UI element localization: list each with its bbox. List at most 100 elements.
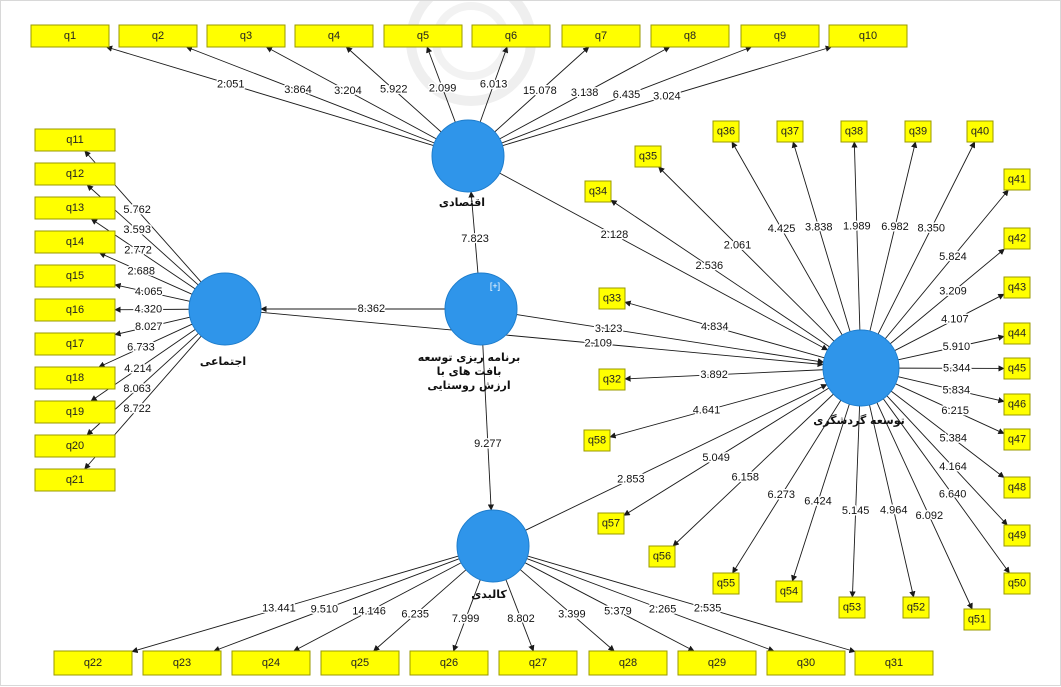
indicator-q25[interactable]: q25 bbox=[321, 651, 399, 675]
coefficient-tour-q45: 5.344 bbox=[943, 362, 971, 374]
indicator-q41[interactable]: q41 bbox=[1004, 169, 1030, 190]
indicator-q49[interactable]: q49 bbox=[1004, 525, 1030, 546]
indicator-q20[interactable]: q20 bbox=[35, 435, 115, 457]
indicator-q17[interactable]: q17 bbox=[35, 333, 115, 355]
indicator-q1[interactable]: q1 bbox=[31, 25, 109, 47]
coefficient-tour-q51: 6.092 bbox=[916, 510, 944, 522]
construct-expand-badge[interactable]: [+] bbox=[490, 281, 500, 291]
indicator-q44[interactable]: q44 bbox=[1004, 323, 1030, 344]
coefficient-tour-q54: 6.424 bbox=[804, 495, 832, 507]
indicator-label-q22: q22 bbox=[84, 657, 102, 669]
indicator-q12[interactable]: q12 bbox=[35, 163, 115, 185]
construct-circle-prog[interactable] bbox=[445, 273, 517, 345]
indicator-q57[interactable]: q57 bbox=[598, 513, 624, 534]
indicator-q33[interactable]: q33 bbox=[599, 288, 625, 309]
coefficient-prog-social: 8.362 bbox=[358, 303, 386, 315]
indicator-q45[interactable]: q45 bbox=[1004, 358, 1030, 379]
indicator-q23[interactable]: q23 bbox=[143, 651, 221, 675]
indicator-q18[interactable]: q18 bbox=[35, 367, 115, 389]
coefficient-prog-tour: 3.123 bbox=[595, 323, 623, 335]
indicator-q19[interactable]: q19 bbox=[35, 401, 115, 423]
indicator-q27[interactable]: q27 bbox=[499, 651, 577, 675]
indicator-label-q27: q27 bbox=[529, 657, 547, 669]
indicator-q9[interactable]: q9 bbox=[741, 25, 819, 47]
indicator-label-q40: q40 bbox=[971, 126, 989, 138]
indicator-q37[interactable]: q37 bbox=[777, 121, 803, 142]
indicator-label-q4: q4 bbox=[328, 30, 340, 42]
coefficient-tour-q48: 5.384 bbox=[939, 433, 967, 445]
coefficient-social-q14: 2.688 bbox=[127, 266, 155, 278]
indicator-q35[interactable]: q35 bbox=[635, 146, 661, 167]
indicator-q47[interactable]: q47 bbox=[1004, 429, 1030, 450]
construct-circle-econ[interactable] bbox=[432, 120, 504, 192]
indicator-q32[interactable]: q32 bbox=[599, 369, 625, 390]
indicator-q7[interactable]: q7 bbox=[562, 25, 640, 47]
indicator-q55[interactable]: q55 bbox=[713, 573, 739, 594]
indicator-q15[interactable]: q15 bbox=[35, 265, 115, 287]
path-arrow-prog-tour bbox=[517, 315, 824, 363]
indicator-q34[interactable]: q34 bbox=[585, 181, 611, 202]
indicator-q51[interactable]: q51 bbox=[964, 609, 990, 630]
indicator-q29[interactable]: q29 bbox=[678, 651, 756, 675]
indicator-q22[interactable]: q22 bbox=[54, 651, 132, 675]
indicator-q36[interactable]: q36 bbox=[713, 121, 739, 142]
indicator-q53[interactable]: q53 bbox=[839, 597, 865, 618]
indicator-q31[interactable]: q31 bbox=[855, 651, 933, 675]
indicator-q46[interactable]: q46 bbox=[1004, 394, 1030, 415]
coefficient-social-q19: 4.214 bbox=[124, 363, 152, 375]
indicator-q52[interactable]: q52 bbox=[903, 597, 929, 618]
indicator-q28[interactable]: q28 bbox=[589, 651, 667, 675]
indicator-q14[interactable]: q14 bbox=[35, 231, 115, 253]
indicator-q26[interactable]: q26 bbox=[410, 651, 488, 675]
indicator-q6[interactable]: q6 bbox=[472, 25, 550, 47]
coefficient-phys-q27: 8.802 bbox=[507, 613, 535, 625]
indicator-label-q16: q16 bbox=[66, 304, 84, 316]
indicator-q38[interactable]: q38 bbox=[841, 121, 867, 142]
construct-econ[interactable]: اقتصادی bbox=[432, 120, 504, 209]
coefficient-econ-tour: 2.128 bbox=[601, 229, 629, 241]
construct-social[interactable]: اجتماعی bbox=[189, 273, 261, 368]
construct-circle-tour[interactable] bbox=[823, 330, 899, 406]
indicator-q42[interactable]: q42 bbox=[1004, 228, 1030, 249]
indicator-q16[interactable]: q16 bbox=[35, 299, 115, 321]
indicator-q50[interactable]: q50 bbox=[1004, 573, 1030, 594]
indicator-q56[interactable]: q56 bbox=[649, 546, 675, 567]
construct-circle-social[interactable] bbox=[189, 273, 261, 345]
indicator-label-q26: q26 bbox=[440, 657, 458, 669]
indicator-q58[interactable]: q58 bbox=[584, 430, 610, 451]
indicator-q43[interactable]: q43 bbox=[1004, 277, 1030, 298]
coefficient-tour-q49: 4.164 bbox=[939, 461, 967, 473]
indicator-label-q7: q7 bbox=[595, 30, 607, 42]
path-arrow-social-tour bbox=[261, 312, 823, 364]
coefficient-econ-q6: 6.013 bbox=[480, 79, 508, 91]
indicator-label-q55: q55 bbox=[717, 578, 735, 590]
construct-phys[interactable]: کالبدی bbox=[457, 510, 529, 601]
indicator-q48[interactable]: q48 bbox=[1004, 477, 1030, 498]
indicator-label-q24: q24 bbox=[262, 657, 280, 669]
indicator-q39[interactable]: q39 bbox=[905, 121, 931, 142]
coefficient-tour-q37: 3.838 bbox=[805, 221, 833, 233]
indicator-q5[interactable]: q5 bbox=[384, 25, 462, 47]
construct-circle-phys[interactable] bbox=[457, 510, 529, 582]
indicator-q40[interactable]: q40 bbox=[967, 121, 993, 142]
indicator-q30[interactable]: q30 bbox=[767, 651, 845, 675]
indicator-label-q29: q29 bbox=[708, 657, 726, 669]
indicator-label-q44: q44 bbox=[1008, 328, 1026, 340]
indicator-q54[interactable]: q54 bbox=[776, 581, 802, 602]
indicator-q13[interactable]: q13 bbox=[35, 197, 115, 219]
indicator-q4[interactable]: q4 bbox=[295, 25, 373, 47]
indicator-q11[interactable]: q11 bbox=[35, 129, 115, 151]
indicator-label-q41: q41 bbox=[1008, 174, 1026, 186]
indicator-q2[interactable]: q2 bbox=[119, 25, 197, 47]
indicator-q8[interactable]: q8 bbox=[651, 25, 729, 47]
coefficient-phys-q30: 2.265 bbox=[649, 603, 677, 615]
indicator-q24[interactable]: q24 bbox=[232, 651, 310, 675]
indicator-q3[interactable]: q3 bbox=[207, 25, 285, 47]
coefficient-tour-q43: 4.107 bbox=[941, 314, 969, 326]
path-arrow-econ-tour bbox=[500, 173, 828, 350]
indicator-q21[interactable]: q21 bbox=[35, 469, 115, 491]
indicator-q10[interactable]: q10 bbox=[829, 25, 907, 47]
